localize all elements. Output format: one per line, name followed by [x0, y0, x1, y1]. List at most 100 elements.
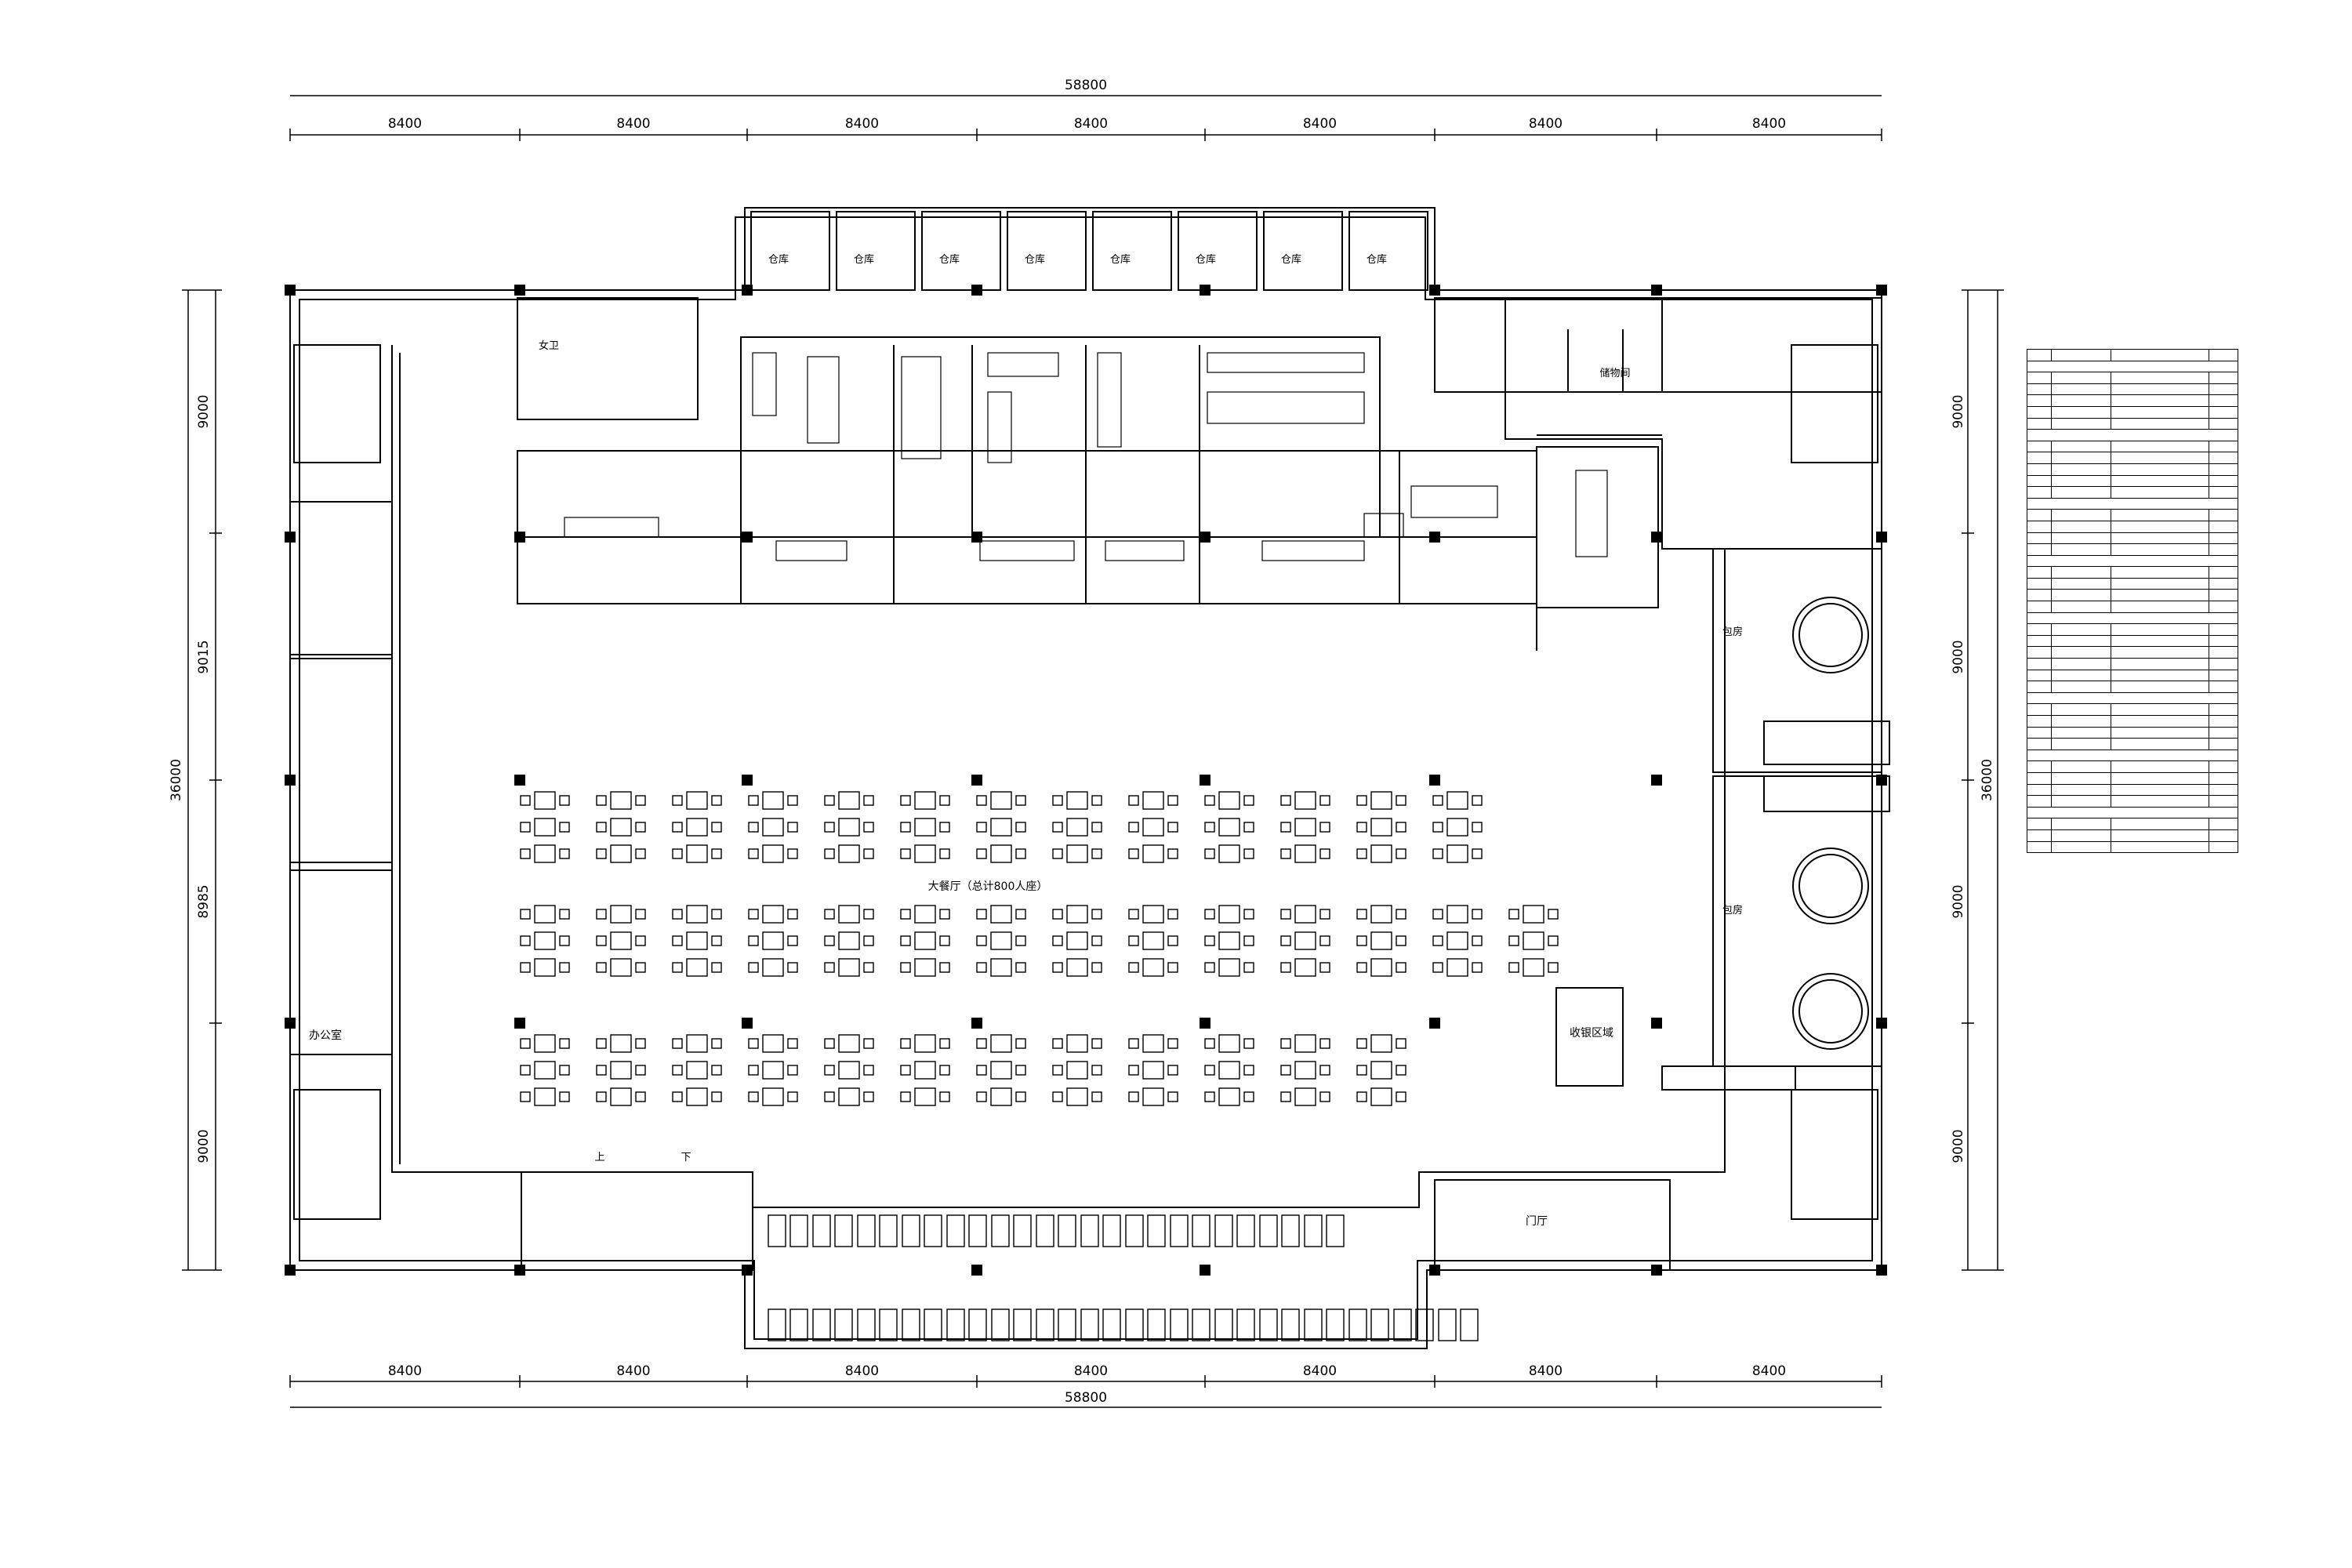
dining-table-set	[1128, 1034, 1178, 1106]
schedule-cell	[2110, 760, 2210, 773]
toilet-label: 女卫	[539, 339, 559, 352]
storage-label: 储物间	[1599, 368, 1630, 379]
schedule-cell	[2209, 520, 2238, 533]
bay-dimension-label: 8400	[1752, 1363, 1786, 1379]
schedule-cell	[2209, 738, 2238, 750]
bay-dimension-label: 8400	[616, 116, 650, 132]
warehouse-room	[1007, 211, 1087, 291]
column	[1200, 285, 1210, 296]
dining-table-set	[1204, 905, 1254, 977]
schedule-cell	[2209, 372, 2238, 384]
lobby-label: 门厅	[1526, 1215, 1548, 1228]
dining-table-set	[812, 1308, 853, 1341]
schedule-cell	[2110, 783, 2210, 797]
warehouse-label: 仓库	[854, 253, 874, 266]
dining-table-set	[1080, 1308, 1121, 1341]
column	[1876, 1265, 1887, 1276]
warehouse-room	[1092, 211, 1172, 291]
bay-dimension-label: 8400	[1074, 1363, 1108, 1379]
schedule-cell	[2209, 509, 2238, 521]
column	[1651, 285, 1662, 296]
column	[1429, 285, 1440, 296]
schedule-cell	[2050, 771, 2111, 785]
schedule-cell	[2209, 771, 2238, 785]
dining-table-set	[824, 1034, 874, 1106]
schedule-cell	[2027, 417, 2052, 430]
dining-table-set	[857, 1308, 898, 1341]
schedule-cell	[2027, 623, 2052, 636]
schedule-cell	[2110, 520, 2210, 533]
bay-dimension-label: 8400	[388, 116, 422, 132]
bay-dimension-label: 8400	[1529, 1363, 1563, 1379]
dining-table-set	[672, 1034, 722, 1106]
bay-dimension-label: 8400	[845, 116, 879, 132]
dining-table-set	[976, 791, 1026, 863]
column	[1876, 285, 1887, 296]
schedule-cell	[2027, 669, 2052, 682]
schedule-cell	[2110, 452, 2210, 464]
column	[971, 1265, 982, 1276]
schedule-cell	[2110, 795, 2210, 808]
dining-table-set	[596, 1034, 646, 1106]
bay-dimension-label: 8400	[1752, 116, 1786, 132]
schedule-cell	[2110, 681, 2210, 693]
dining-table-set	[902, 1214, 942, 1247]
schedule-cell	[2050, 783, 2111, 797]
bay-dimension-label: 8400	[1529, 116, 1563, 132]
dining-table-set	[1080, 1214, 1121, 1247]
schedule-cell	[2050, 829, 2111, 842]
schedule-cell	[2110, 486, 2210, 499]
schedule-cell	[2027, 818, 2052, 830]
schedule-cell	[2050, 681, 2111, 693]
dining-table-set	[1356, 905, 1406, 977]
warehouse-label: 仓库	[939, 253, 960, 266]
dining-table-set	[902, 1308, 942, 1341]
column	[742, 1265, 753, 1276]
schedule-cell	[2027, 795, 2052, 808]
dining-table-set	[1204, 791, 1254, 863]
schedule-cell	[2110, 417, 2210, 430]
dining-table-set	[1393, 1308, 1434, 1341]
column	[514, 285, 525, 296]
schedule-cell	[2209, 726, 2238, 739]
schedule-cell	[2050, 646, 2111, 659]
dining-table-set	[1432, 905, 1483, 977]
schedule-cell	[2050, 623, 2111, 636]
dining-table-set	[1214, 1308, 1255, 1341]
schedule-cell	[2027, 829, 2052, 842]
dining-table-set	[824, 905, 874, 977]
dining-table-set	[1348, 1308, 1389, 1341]
schedule-cell	[2209, 715, 2238, 728]
dining-table-set	[1036, 1214, 1076, 1247]
dining-table-set	[748, 791, 798, 863]
schedule-cell	[2110, 623, 2210, 636]
schedule-cell	[2027, 715, 2052, 728]
schedule-cell	[2027, 577, 2052, 590]
schedule-cell	[2209, 829, 2238, 842]
column	[742, 285, 753, 296]
schedule-cell	[2209, 669, 2238, 682]
dining-table-set	[1036, 1308, 1076, 1341]
column	[1429, 775, 1440, 786]
dining-table-set	[672, 791, 722, 863]
warehouse-label: 仓库	[1281, 253, 1301, 266]
schedule-cell	[2110, 532, 2210, 545]
right-seg-2: 9000	[1951, 640, 1966, 673]
schedule-cell	[2050, 349, 2111, 361]
schedule-cell	[2050, 818, 2111, 830]
dining-table-set	[768, 1214, 808, 1247]
right-seg-3: 9000	[1951, 884, 1966, 918]
dining-table-set	[748, 1034, 798, 1106]
schedule-cell	[2050, 566, 2111, 579]
warehouse-room	[836, 211, 916, 291]
left-seg-1: 9000	[196, 394, 212, 428]
warehouse-label: 仓库	[1110, 253, 1131, 266]
left-seg-4: 9000	[196, 1129, 212, 1163]
schedule-cell	[2050, 795, 2111, 808]
schedule-cell	[2110, 726, 2210, 739]
schedule-cell	[2027, 771, 2052, 785]
schedule-cell	[2209, 440, 2238, 453]
schedule-cell	[2110, 589, 2210, 602]
schedule-section-header	[2027, 554, 2238, 568]
schedule-cell	[2209, 349, 2238, 361]
